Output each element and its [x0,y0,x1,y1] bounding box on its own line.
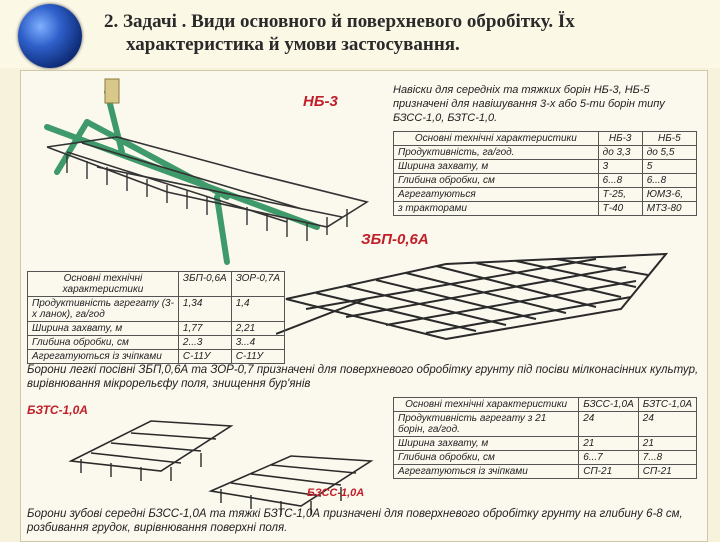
table-cell: С-11У [177,349,232,364]
table-cell: СП-21 [637,464,698,479]
table-cell: Агрегатуються із зчіпками [27,349,179,364]
table-header-cell: ЗОР-0,7А [230,271,286,297]
globe-icon [18,4,82,68]
table-cell: 6...8 [641,173,698,188]
table-cell: Глибина обробки, см [392,450,580,465]
table-cell: 21 [578,436,639,451]
table-cell: Агрегатуються із зчіпками [392,464,580,479]
table-cell: до 3,3 [597,145,643,160]
bzss-description: Борони зубові середні БЗСС-1,0А та тяжкі… [27,508,683,534]
title-line-1: 2. Задачі . Види основного й поверхневог… [104,11,575,32]
table-header-cell: НБ-5 [641,131,698,146]
table-cell: Ширина захвату, м [393,159,599,174]
table-header-cell: БЗТС-1,0А [637,397,698,412]
table-cell: з тракторами [393,201,599,216]
table-cell: 1,4 [230,296,286,322]
zbp-description: Борони легкі посівні ЗБП,0,6А та ЗОР-0,7… [27,364,699,390]
table-cell: 24 [578,411,639,437]
table-cell: Глибина обробки, см [393,173,599,188]
table-cell: Ширина захвату, м [392,436,580,451]
table-cell: 5 [641,159,698,174]
table-cell: 2...3 [177,335,232,350]
table-header-cell: Основні технічні характеристики [27,271,179,297]
table-cell: ЮМЗ-6, [641,187,698,202]
table-cell: 2,21 [230,321,286,336]
table-header-cell: БЗСС-1,0А [578,397,639,412]
nb3-description: Навіски для середніх та тяжких борін НБ-… [393,84,665,124]
slide-title: 2. Задачі . Види основного й поверхневог… [104,10,704,56]
table-cell: Продуктивність, га/год. [393,145,599,160]
nb3-spec-table: Основні технічні характеристики НБ-3 НБ-… [393,131,698,216]
zbp-label: ЗБП-0,6А [361,231,429,248]
table-cell: Агрегатуються [393,187,599,202]
table-cell: 21 [637,436,698,451]
table-cell: 7...8 [637,450,698,465]
table-cell: до 5,5 [641,145,698,160]
table-cell: 1,34 [177,296,232,322]
slide-header: 2. Задачі . Види основного й поверхневог… [0,0,720,68]
table-header-cell: НБ-3 [597,131,643,146]
table-cell: СП-21 [578,464,639,479]
table-row: Продуктивність агрегату з 21 борін, га/г… [392,411,698,437]
table-cell: 6...8 [597,173,643,188]
bzss-label: БЗСС-1,0А [307,487,365,499]
table-cell: 6...7 [578,450,639,465]
brochure-sheet: НБ-3 Навіски для середніх та тяжких борі… [20,70,708,542]
table-cell: 3 [597,159,643,174]
table-header-row: Основні технічні характеристики НБ-3 НБ-… [393,131,698,146]
table-cell: 1,77 [177,321,232,336]
table-cell: 3...4 [230,335,286,350]
zbp-spec-table: Основні технічні характеристики ЗБП-0,6А… [27,271,286,364]
table-header-row: Основні технічні характеристики БЗСС-1,0… [392,397,698,412]
bzss-spec-table: Основні технічні характеристики БЗСС-1,0… [392,397,698,479]
nb3-harrow-illustration [44,78,370,265]
table-header-row: Основні технічні характеристики ЗБП-0,6А… [27,271,286,297]
zbp-harrow-illustration [276,252,669,341]
table-cell: 24 [637,411,698,437]
table-header-cell: Основні технічні характеристики [392,397,580,412]
title-line-2: характеристика й умови застосування. [126,34,460,55]
table-cell: Продуктивність агрегату (3-х ланок), га/… [27,296,179,322]
table-cell: Т-25, [597,187,643,202]
table-cell: МТЗ-80 [641,201,698,216]
table-header-cell: ЗБП-0,6А [177,271,232,297]
bztc-label: БЗТС-1,0А [27,403,88,417]
table-cell: Ширина захвату, м [27,321,179,336]
table-cell: Продуктивність агрегату з 21 борін, га/г… [392,411,580,437]
table-row: Продуктивність агрегату (3-х ланок), га/… [27,296,286,322]
table-header-cell: Основні технічні характеристики [393,131,599,146]
table-cell: С-11У [230,349,286,364]
nb3-label: НБ-3 [303,93,338,110]
table-cell: Т-40 [597,201,643,216]
table-cell: Глибина обробки, см [27,335,179,350]
bzss-harrow-illustration [68,420,374,515]
